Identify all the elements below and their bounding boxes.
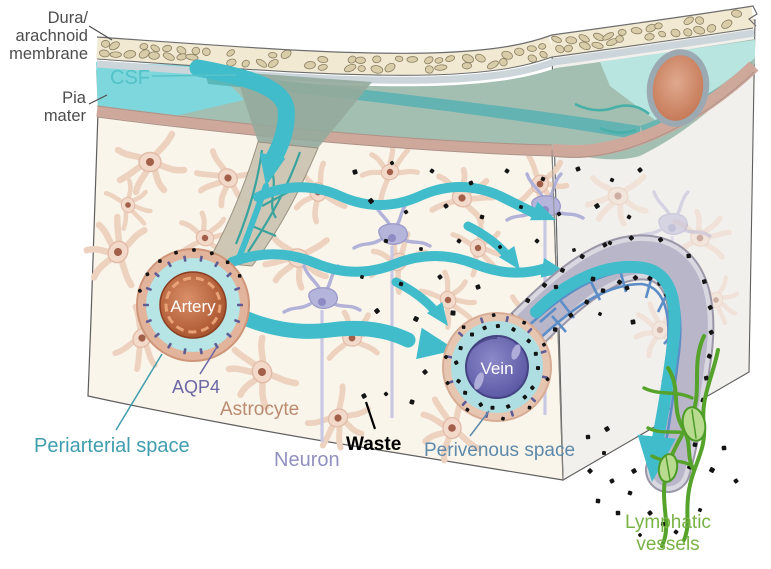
label-waste: Waste [346, 434, 401, 455]
label-aqp4: AQP4 [172, 377, 220, 397]
subarachnoid-artery-cross-section [646, 49, 710, 127]
leader-perivenous [469, 410, 490, 437]
csf-capillaries [574, 102, 650, 134]
parenchyma-cells [83, 130, 740, 464]
leader-lines [88, 25, 490, 437]
astrocyte-cell [584, 173, 649, 227]
astrocyte-cell [114, 130, 188, 196]
dura-cell-pebbles [98, 9, 742, 74]
astrocyte-cell [359, 143, 420, 202]
label-astrocyte: Astrocyte [220, 399, 299, 420]
label-vein: Vein [480, 359, 513, 378]
astrocyte-cell [514, 153, 570, 217]
artery-cross-section [136, 248, 250, 362]
leader-periarterial [115, 353, 163, 431]
pia-mater-right [551, 61, 759, 158]
astrocyte-cell [103, 178, 153, 231]
label-neuron: Neuron [274, 449, 340, 471]
label-periarterial-space: Periarterial space [34, 435, 190, 457]
dura-bottom-edge [96, 27, 754, 76]
label-dura-arachnoid-membrane: membrane [9, 45, 88, 63]
label-dura-arachnoid-membrane: Dura/ [48, 9, 89, 27]
astrocyte-cell [671, 208, 732, 260]
leader-pia [88, 94, 108, 105]
interstitial-flow-arrows [227, 182, 566, 360]
waste-particles [352, 160, 739, 538]
label-lymphatic-vessels: Lymphatic [625, 512, 711, 533]
waste-and-aqp4-vein [443, 313, 550, 421]
lymphatic-vessels [642, 334, 720, 548]
label-pia-mater: mater [44, 107, 87, 125]
label-pia-mater: Pia [62, 89, 87, 107]
artery-lumen [159, 271, 227, 339]
aqp4-channels-artery [137, 248, 243, 355]
vein-cross-section [442, 312, 552, 422]
leader-dura [88, 25, 113, 41]
astrocyte-cell [418, 269, 477, 330]
label-csf: CSF [110, 67, 150, 89]
label-perivenous-space: Perivenous space [424, 440, 575, 461]
astrocyte-cell [225, 334, 300, 410]
dura-top-edge [96, 5, 758, 54]
pia-mater-front [96, 105, 553, 156]
leader-csf [151, 74, 237, 77]
label-dura-arachnoid-membrane: arachnoid [16, 27, 88, 45]
astrocyte-cell [193, 148, 263, 209]
label-artery: Artery [170, 297, 216, 316]
astrocyte-cell [83, 213, 148, 289]
labels: Dura/ arachnoid membrane CSF Pia mater A… [9, 9, 711, 555]
astrocyte-cell [178, 210, 236, 259]
astrocyte-cell [420, 394, 482, 464]
leader-aqp4 [199, 346, 218, 375]
label-lymphatic-vessels: vessels [636, 534, 699, 555]
periarterial-tube [207, 141, 319, 267]
leader-waste [364, 401, 377, 430]
